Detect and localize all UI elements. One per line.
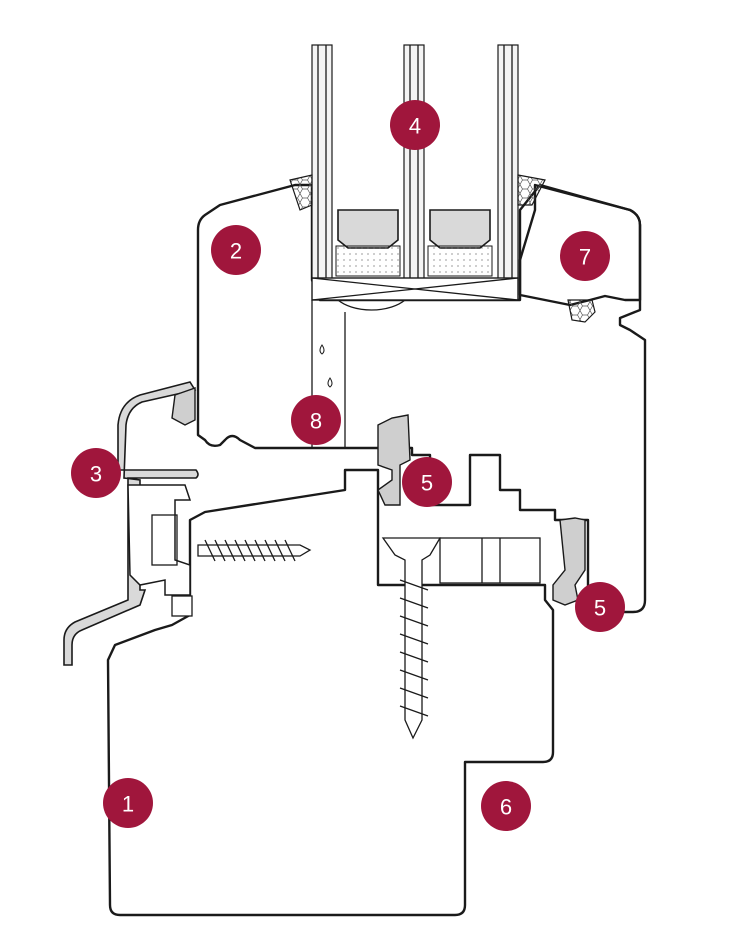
marker-label: 4 [409,114,421,139]
glazing-seal-bottom [567,299,596,323]
marker-circle [71,448,121,498]
aluminium-clip [127,484,192,596]
middle-gasket [377,414,411,506]
marker-circle [103,778,153,828]
horizontal-screw [197,539,312,562]
marker-label: 6 [500,795,512,820]
marker-label: 7 [579,245,591,270]
marker-circle [481,781,531,831]
clip-detail [151,514,178,566]
marker-circle [291,395,341,445]
marker-circle [575,582,625,632]
vertical-screw [381,537,541,740]
frame-wood [106,468,555,917]
callout-marker-m2: 2 [211,225,261,275]
callout-marker-m8: 8 [291,395,341,445]
marker-circle [402,457,452,507]
profile-gasket [171,387,196,426]
glazing-bead [518,183,642,307]
marker-label: 3 [90,462,102,487]
marker-circle [390,100,440,150]
glazing-seal-left [289,174,313,211]
callout-marker-m1: 1 [103,778,153,828]
callout-marker-m5a: 5 [402,457,452,507]
glazing-seal-right [517,174,546,206]
triple-glazing [311,44,519,301]
callout-marker-m6: 6 [481,781,531,831]
marker-circle [211,225,261,275]
callout-markers: 1 2 3 4 5 5 6 7 8 [71,100,625,831]
callout-marker-m3: 3 [71,448,121,498]
marker-label: 2 [230,239,242,264]
fixing-block [171,595,193,617]
marker-label: 8 [310,409,322,434]
callout-marker-m4: 4 [390,100,440,150]
callout-marker-m5b: 5 [575,582,625,632]
callout-marker-m7: 7 [560,231,610,281]
marker-label: 1 [122,792,134,817]
marker-label: 5 [421,471,433,496]
marker-label: 5 [594,596,606,621]
marker-circle [560,231,610,281]
